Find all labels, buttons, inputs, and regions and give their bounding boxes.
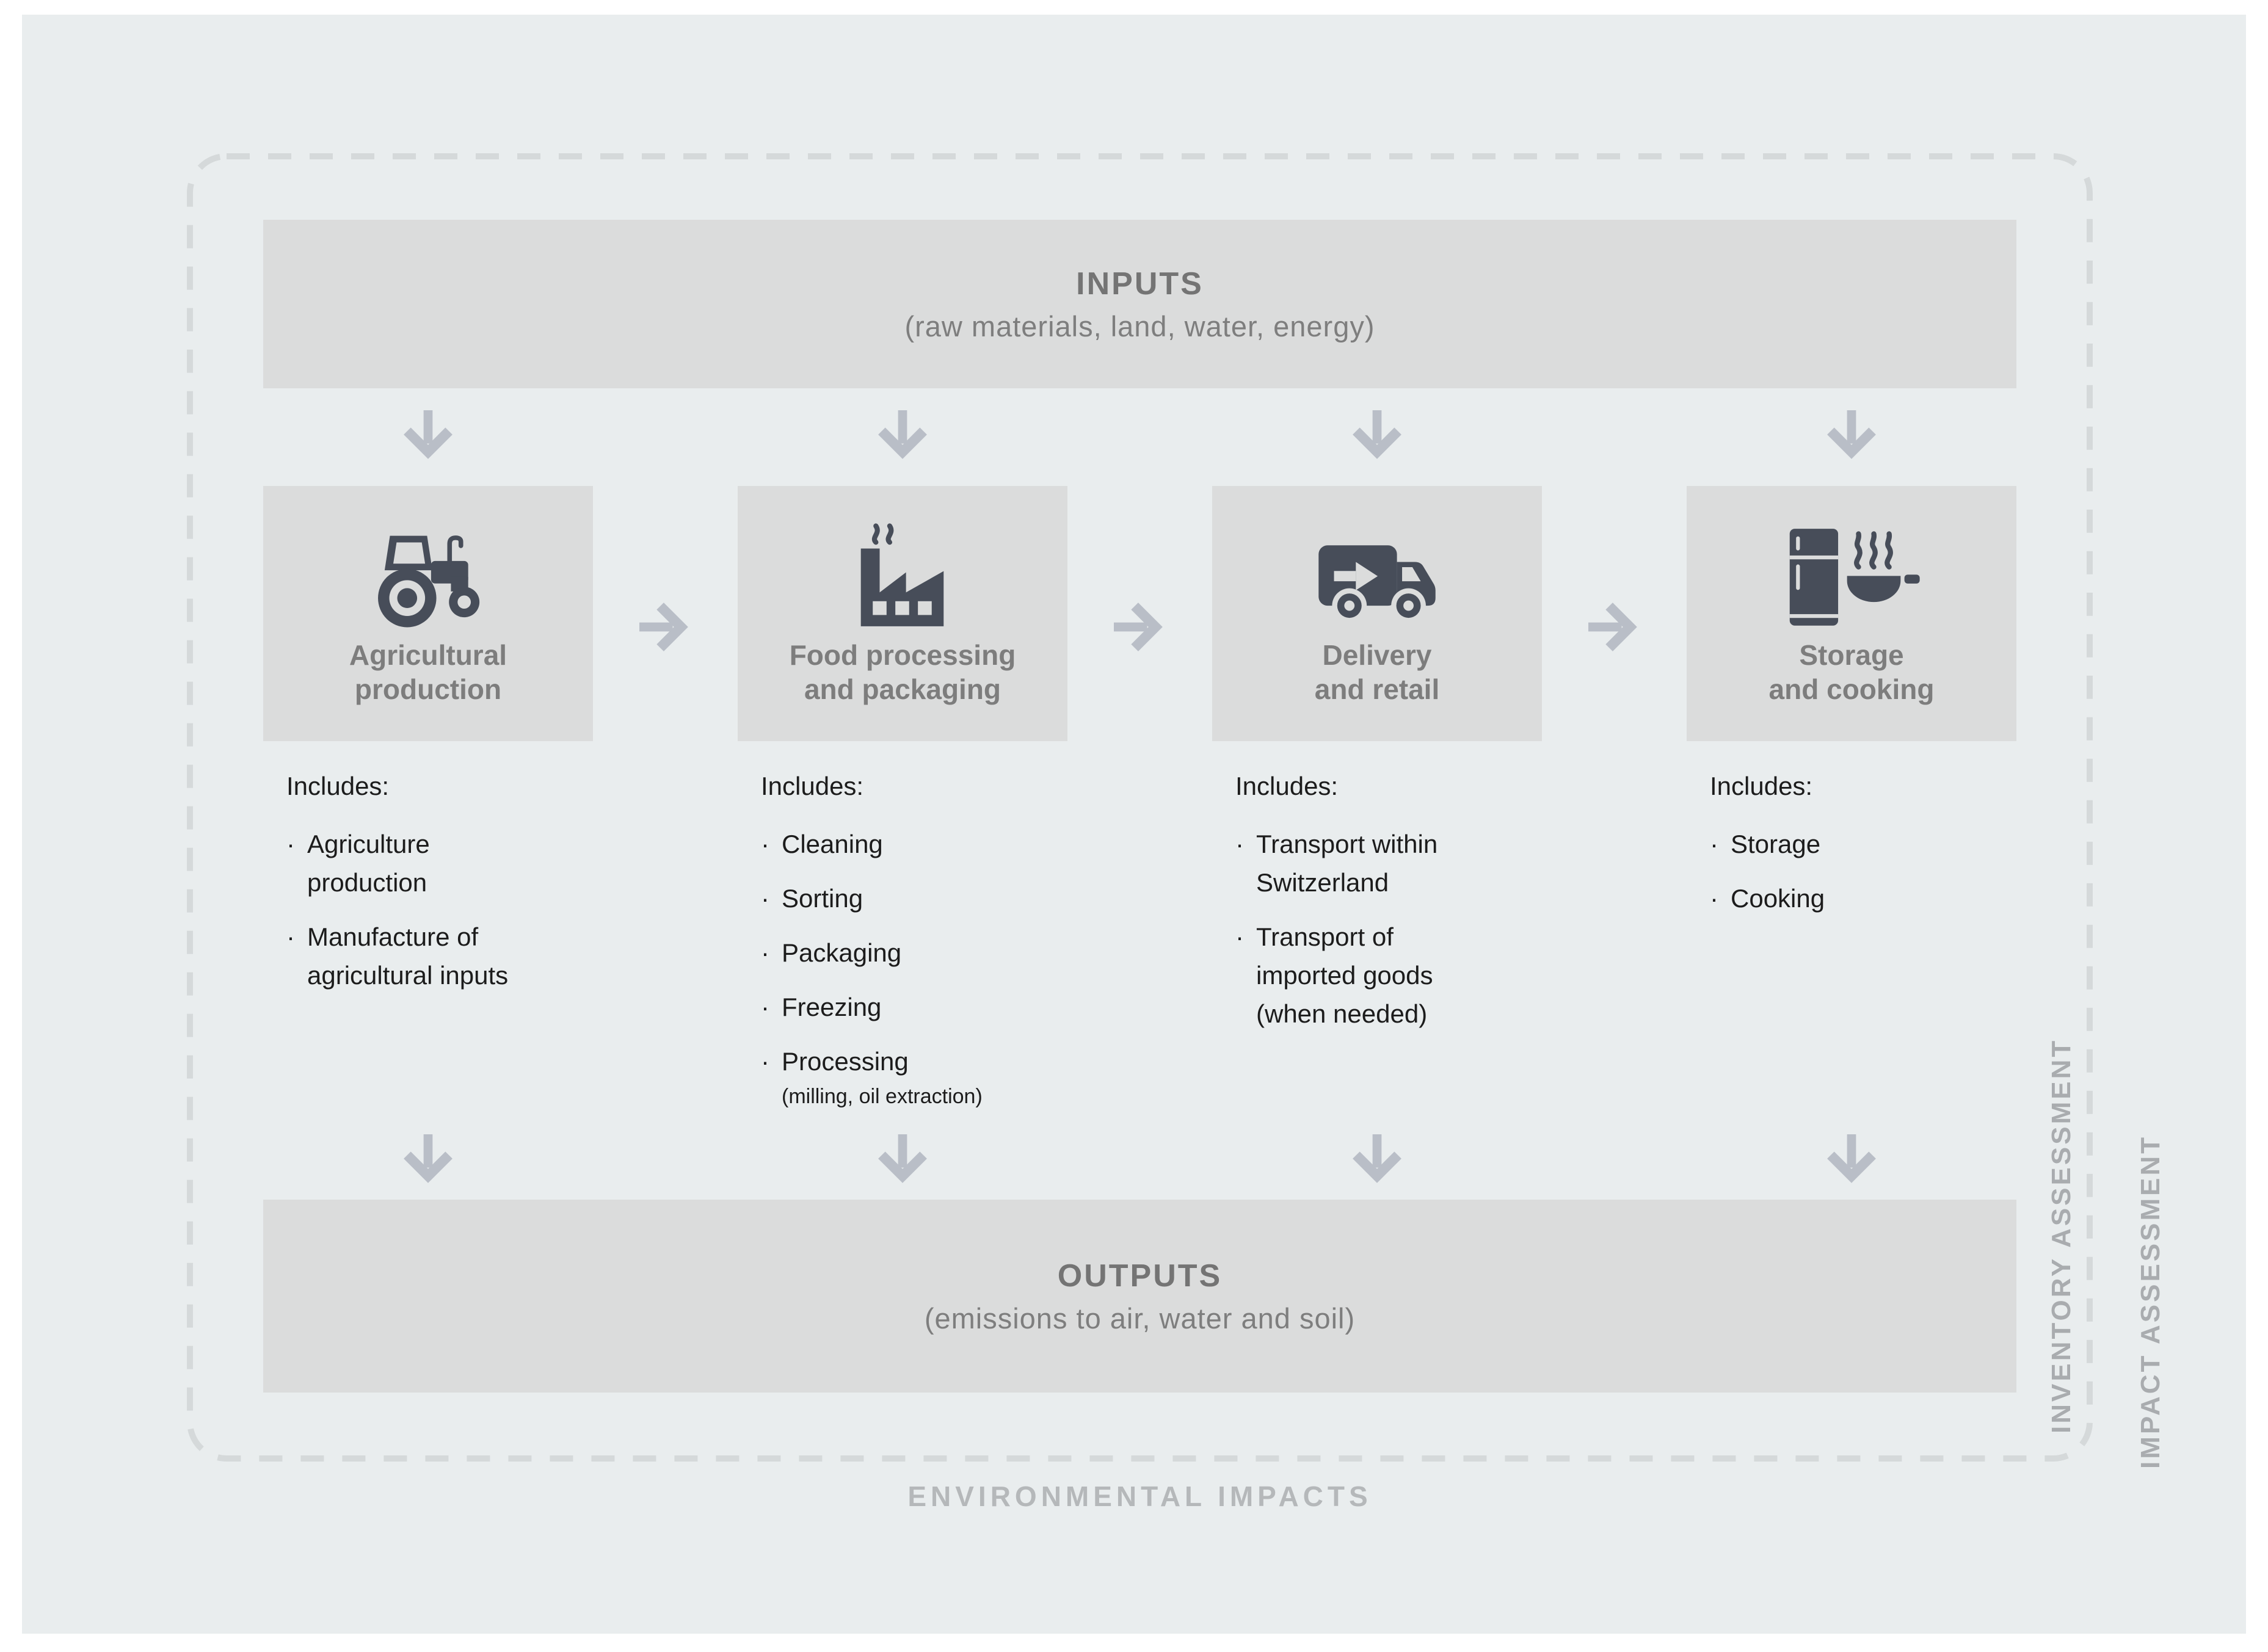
- includes-list-agricultural-production: Includes: · Agriculture production · Manuf…: [286, 767, 573, 1010]
- bullet: ·: [761, 884, 769, 913]
- inventory-assessment-label: INVENTORY ASSESSMENT: [2046, 1038, 2076, 1433]
- includes-list-storage-cooking: Includes: · Storage · Cooking: [1710, 767, 1997, 933]
- list-item-text: Sorting: [782, 884, 863, 913]
- list-item-text: Processing: [782, 1047, 909, 1076]
- bullet: ·: [761, 993, 769, 1021]
- list-item: · Transport within Switzerland: [1235, 825, 1522, 902]
- arrow-down-icon: [1826, 1134, 1877, 1186]
- includes-heading: Includes:: [1235, 772, 1339, 800]
- list-item: · Transport of imported goods (when neede…: [1235, 918, 1522, 1033]
- includes-heading: Includes:: [1710, 772, 1813, 800]
- system-boundary-dashed-border: [187, 153, 2093, 1462]
- list-item-text: Agriculture production: [307, 830, 430, 897]
- outputs-subtitle: (emissions to air, water and soil): [924, 1302, 1356, 1335]
- list-item: · Cleaning: [761, 825, 1048, 863]
- list-item-text: Cleaning: [782, 830, 883, 858]
- environmental-impacts-label: ENVIRONMENTAL IMPACTS: [907, 1480, 1372, 1512]
- stage-label: Agricultural production: [349, 639, 507, 706]
- includes-heading: Includes:: [286, 772, 390, 800]
- arrow-right-icon: [639, 601, 691, 653]
- includes-list-delivery-retail: Includes: ·Transport within Switzerland …: [1235, 767, 1522, 1049]
- bullet: ·: [1710, 830, 1718, 858]
- list-item-text: Manufacture of agricultural inputs: [307, 922, 509, 990]
- list-item-text: Storage: [1731, 830, 1821, 858]
- tractor-icon: [370, 504, 486, 629]
- bullet: ·: [1235, 922, 1244, 951]
- inputs-title: INPUTS: [1076, 266, 1204, 302]
- arrow-down-icon: [877, 410, 928, 462]
- impact-assessment-label: IMPACT ASSESSMENT: [2135, 1134, 2165, 1469]
- list-item: · Sorting: [761, 879, 1048, 918]
- arrow-down-icon: [877, 1134, 928, 1186]
- stage-agricultural-production: Agricultural production: [263, 486, 593, 741]
- arrow-down-icon: [402, 410, 454, 462]
- arrow-down-icon: [402, 1134, 454, 1186]
- list-item: · Freezing: [761, 988, 1048, 1026]
- list-item: · Manufacture of agricultural inputs: [286, 918, 573, 994]
- stage-label: Food processing and packaging: [789, 639, 1016, 706]
- list-item: · Cooking: [1710, 879, 1997, 918]
- arrow-down-icon: [1826, 410, 1877, 462]
- list-item-text: Cooking: [1731, 884, 1825, 913]
- bullet: ·: [761, 1047, 769, 1076]
- includes-heading: Includes:: [761, 772, 864, 800]
- delivery-truck-icon: [1316, 504, 1438, 629]
- includes-list-food-processing: Includes: ·Cleaning ·Sorting ·Packaging …: [761, 767, 1048, 1126]
- list-item-text: Transport within Switzerland: [1256, 830, 1438, 897]
- outputs-bar: OUTPUTS (emissions to air, water and soi…: [263, 1200, 2016, 1393]
- list-item: · Storage: [1710, 825, 1997, 863]
- bullet: ·: [761, 938, 769, 967]
- list-item-note: (milling, oil extraction): [782, 1085, 983, 1108]
- list-item: · Agriculture production: [286, 825, 573, 902]
- fridge-and-pan-icon: [1783, 504, 1921, 629]
- bullet: ·: [286, 830, 295, 858]
- arrow-right-icon: [1114, 601, 1165, 653]
- factory-icon: [856, 504, 950, 629]
- bullet: ·: [761, 830, 769, 858]
- bullet: ·: [1710, 884, 1718, 913]
- list-item: · Packaging: [761, 933, 1048, 972]
- stage-delivery-retail: Delivery and retail: [1212, 486, 1542, 741]
- inputs-bar: INPUTS (raw materials, land, water, ener…: [263, 220, 2016, 388]
- inputs-subtitle: (raw materials, land, water, energy): [904, 310, 1375, 342]
- arrow-right-icon: [1588, 601, 1640, 653]
- list-item-text: Freezing: [782, 993, 882, 1021]
- stage-label: Delivery and retail: [1314, 639, 1440, 706]
- outputs-title: OUTPUTS: [1057, 1258, 1223, 1294]
- list-item-text: Transport of imported goods (when needed…: [1256, 922, 1433, 1028]
- arrow-down-icon: [1351, 1134, 1403, 1186]
- stage-storage-cooking: Storage and cooking: [1687, 486, 2016, 741]
- list-item-text: Packaging: [782, 938, 902, 967]
- bullet: ·: [286, 922, 295, 951]
- bullet: ·: [1235, 830, 1244, 858]
- stage-food-processing-packaging: Food processing and packaging: [738, 486, 1067, 741]
- list-item: · Processing (milling, oil extraction): [761, 1042, 1048, 1110]
- stage-label: Storage and cooking: [1768, 639, 1935, 706]
- arrow-down-icon: [1351, 410, 1403, 462]
